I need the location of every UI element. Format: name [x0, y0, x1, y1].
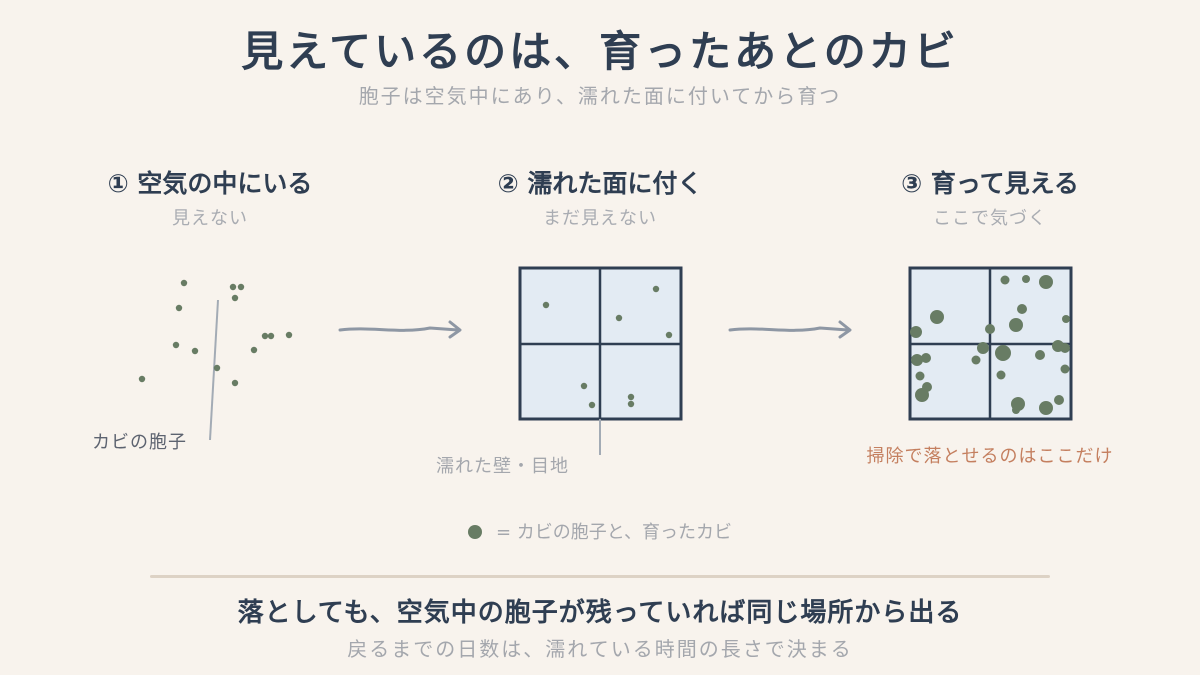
mold-dot	[977, 342, 989, 354]
spore-dot	[138, 375, 146, 383]
mold-dot	[971, 355, 981, 365]
mold-dot	[1054, 395, 1064, 405]
arrow-head-icon	[838, 320, 852, 339]
moldy-tile-wall	[908, 266, 1073, 421]
spore-dot	[231, 294, 239, 302]
mold-dot	[1039, 275, 1053, 289]
page-subtitle: 胞子は空気中にあり、濡れた面に付いてから育つ	[358, 84, 842, 108]
wet-wall-label: 濡れた壁・目地	[436, 456, 569, 477]
arrow-head-icon	[448, 320, 462, 339]
footnote-text: 戻るまでの日数は、濡れている時間の長さで決まる	[347, 637, 853, 661]
step-1-subtitle: 見えない	[172, 208, 248, 229]
wet-tile-wall	[518, 266, 683, 455]
mold-dot	[1062, 315, 1070, 323]
legend-dot-icon	[467, 525, 482, 539]
spore-dot	[652, 285, 660, 293]
spore-dot	[175, 304, 183, 312]
mold-dot	[1039, 401, 1053, 415]
spore-dot	[627, 393, 635, 401]
legend-text: = カビの胞子と、育ったカビ	[495, 522, 733, 543]
legend: = カビの胞子と、育ったカビ	[0, 518, 1200, 544]
step-2-title: ② 濡れた面に付く	[497, 169, 703, 198]
spore-dot	[191, 347, 199, 355]
spore-dot	[627, 400, 635, 408]
spore-dot	[231, 379, 239, 387]
cleanable-label: 掃除で落とせるのはここだけ	[866, 446, 1114, 467]
mold-dot	[1012, 406, 1020, 414]
spore-dot	[267, 332, 275, 340]
divider	[150, 575, 1050, 578]
mold-dot	[921, 353, 931, 363]
spore-dot	[213, 364, 221, 372]
mold-dot	[995, 345, 1011, 361]
step-2-subtitle: まだ見えない	[543, 208, 657, 229]
mold-dot	[1009, 318, 1023, 332]
mold-dot	[1000, 275, 1010, 285]
spore-dot	[285, 331, 293, 339]
spore-dot	[172, 341, 180, 349]
conclusion-text: 落としても、空気中の胞子が残っていれば同じ場所から出る	[237, 598, 963, 628]
spore-pointer-line	[209, 299, 219, 441]
mold-dot	[1035, 350, 1045, 360]
mold-dot	[1022, 275, 1030, 283]
spore-dot	[237, 283, 245, 291]
arrow-2-to-3	[728, 320, 852, 339]
spore-dot	[580, 382, 588, 390]
spore-dot	[261, 332, 269, 340]
spore-dot	[229, 283, 237, 291]
mold-dot	[910, 326, 922, 338]
page-title: 見えているのは、育ったあとのカビ	[241, 27, 959, 76]
spores-label: カビの胞子	[92, 432, 187, 453]
mold-dot	[985, 324, 995, 334]
spore-dot	[250, 346, 258, 354]
step-3-title: ③ 育って見える	[901, 169, 1079, 198]
step-3-subtitle: ここで気づく	[933, 208, 1047, 229]
arrow-shaft	[338, 326, 460, 332]
mold-dot	[930, 310, 944, 324]
spore-dot	[180, 279, 188, 287]
spore-dot	[665, 331, 673, 339]
mold-dot	[1060, 343, 1070, 353]
mold-dot	[1017, 304, 1027, 314]
mold-dot	[1060, 364, 1070, 374]
mold-dot	[996, 370, 1006, 380]
mold-dot	[915, 371, 925, 381]
mold-dot	[911, 354, 923, 366]
arrow-shaft	[728, 326, 850, 332]
arrow-1-to-2	[338, 320, 462, 339]
spore-dot	[542, 301, 550, 309]
step-1-title: ① 空気の中にいる	[107, 169, 313, 198]
spore-dot	[615, 314, 623, 322]
mold-dot	[915, 388, 929, 402]
spore-dot	[588, 401, 596, 409]
airborne-spores	[138, 279, 293, 441]
